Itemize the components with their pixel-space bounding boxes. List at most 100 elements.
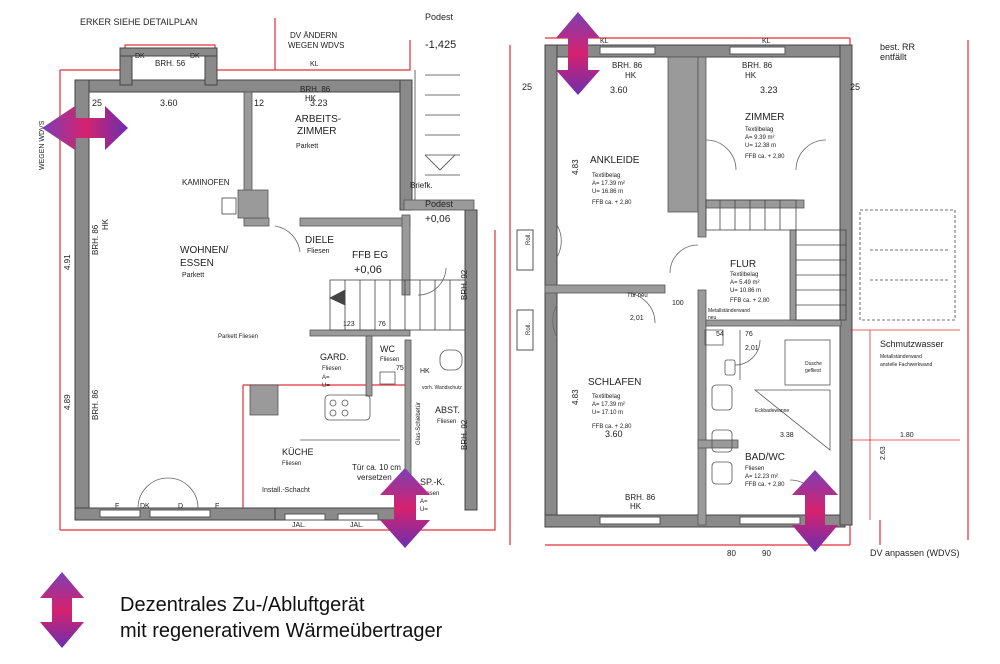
upper-brh-86-1: BRH. 86 bbox=[612, 61, 643, 70]
ankleide-floor: Textilbelag bbox=[592, 173, 620, 179]
upper-dim-76: 76 bbox=[745, 331, 753, 338]
podest-label: Podest bbox=[425, 199, 454, 209]
dim-489: 4.89 bbox=[63, 394, 72, 410]
inner-walls bbox=[237, 91, 475, 501]
bad-floor: Fliesen bbox=[745, 466, 764, 472]
upper-dim-360: 3.60 bbox=[610, 85, 628, 95]
vent-arrow-upper-top bbox=[556, 12, 600, 95]
wandschutz-label: vorh. Wandschutz bbox=[422, 385, 462, 391]
flur-ffb: FFB ca. + 2,80 bbox=[730, 298, 770, 304]
kaminofen-symbol bbox=[221, 197, 237, 215]
mark-jal-1: JAL. bbox=[292, 522, 306, 529]
schlafen-label: SCHLAFEN bbox=[588, 377, 641, 388]
flur-label: FLUR bbox=[730, 259, 756, 270]
dv-anpassen-note: DV anpassen (WDVS) bbox=[870, 548, 960, 558]
spk-perimeter: U= bbox=[420, 507, 428, 513]
spk-label: SP.-K. bbox=[420, 477, 445, 487]
metallstaender-label-2: anstelle Fachwerkwand bbox=[880, 362, 932, 368]
upper-door-swings bbox=[552, 139, 827, 511]
brh-86-top: BRH. 86 bbox=[300, 85, 331, 94]
abst-label: ABST. bbox=[435, 405, 460, 415]
abst-floor: Fliesen bbox=[437, 419, 456, 425]
schlafen-floor: Textilbelag bbox=[592, 394, 620, 400]
brh-92-right: BRH. 92 bbox=[460, 269, 469, 300]
wc-label: WC bbox=[380, 344, 395, 354]
dim-123: 123 bbox=[343, 321, 355, 328]
upper-dim-360-bottom: 3.60 bbox=[605, 429, 623, 439]
mark-dk-top: DK bbox=[135, 53, 145, 60]
upper-dim-90: 90 bbox=[762, 549, 771, 558]
flur-floor: Textilbelag bbox=[730, 272, 758, 278]
ground-floor-labels: ERKER SIEHE DETAILPLAN DV ÄNDERN WEGEN W… bbox=[39, 12, 469, 529]
brh-92-right-2: BRH. 92 bbox=[460, 419, 469, 450]
bad-area: A= 12.23 m² bbox=[745, 474, 778, 480]
schlafen-perimeter: U= 17.10 m bbox=[592, 410, 623, 416]
red-outline bbox=[59, 18, 496, 531]
vent-arrow-ground-bottom bbox=[380, 468, 430, 548]
mark-dk-top-2: DK bbox=[190, 53, 200, 60]
dim-491: 4.91 bbox=[63, 254, 72, 270]
bath-fixtures bbox=[704, 329, 831, 485]
bad-ffb: FFB ca. + 2,80 bbox=[745, 482, 785, 488]
mark-d: D bbox=[178, 503, 183, 510]
dusche-label: Dusche bbox=[805, 361, 822, 367]
upper-dim-80: 80 bbox=[727, 549, 736, 558]
tuer-versetzen-label-2: versetzen bbox=[357, 473, 392, 482]
schlafen-area: A= 17.39 m² bbox=[592, 402, 625, 408]
tuer-neu-label: Tür neu bbox=[627, 293, 648, 299]
upper-brh-86-bottom: BRH. 86 bbox=[625, 493, 656, 502]
red-details bbox=[850, 329, 960, 520]
kitchen-furniture bbox=[300, 349, 463, 441]
arbeitszimmer-label: ARBEITS- bbox=[295, 114, 341, 125]
zimmer-label: ZIMMER bbox=[745, 112, 784, 123]
staircase bbox=[329, 70, 466, 331]
schmutzwasser-label: Schmutzwasser bbox=[880, 339, 944, 349]
ffb-eg-label: FFB EG bbox=[352, 250, 388, 261]
kaminofen-label: KAMINOFEN bbox=[182, 178, 230, 187]
upper-hk-bottom: HK bbox=[630, 502, 642, 511]
dim-75: 75 bbox=[396, 365, 404, 372]
wc-floor: Fliesen bbox=[380, 357, 399, 363]
dim-360: 3.60 bbox=[160, 98, 178, 108]
upper-dim-263: 2.63 bbox=[880, 446, 887, 460]
upper-floor-labels: best. RR entfällt DV anpassen (WDVS) BRH… bbox=[522, 38, 960, 558]
zimmer-area: A= 9.39 m² bbox=[745, 135, 775, 141]
wegen-wdvs-note: WEGEN WDVS bbox=[288, 41, 344, 50]
podest-top-value: -1,425 bbox=[425, 39, 456, 51]
dim-25: 25 bbox=[92, 98, 102, 108]
podest-value: +0,06 bbox=[425, 214, 451, 225]
ankleide-label: ANKLEIDE bbox=[590, 155, 640, 166]
kueche-floor: Fliesen bbox=[282, 461, 301, 467]
ventilation-units bbox=[40, 12, 838, 648]
gard-perimeter: U= bbox=[322, 383, 330, 389]
kueche-label: KÜCHE bbox=[282, 447, 314, 457]
legend-line-1: Dezentrales Zu-/Abluftgerät bbox=[120, 594, 365, 616]
hk-top: HK bbox=[305, 94, 317, 103]
mark-f-2: F bbox=[215, 503, 219, 510]
mark-kl-top: KL bbox=[310, 61, 319, 68]
upper-dim-180: 1.80 bbox=[900, 432, 914, 439]
brh-86-left-2: BRH. 86 bbox=[91, 389, 100, 420]
legend-line-2: mit regenerativem Wärmeübertrager bbox=[120, 620, 443, 642]
brh-86-left: BRH. 86 bbox=[91, 224, 100, 255]
arbeitszimmer-floor: Parkett bbox=[296, 143, 318, 150]
schlafen-ffb: FFB ca. + 2,80 bbox=[592, 424, 632, 430]
metallstaender-neu-label-2: neu bbox=[708, 315, 717, 321]
tuer-versetzen-label: Tür ca. 10 cm bbox=[352, 463, 401, 472]
diele-floor: Fliesen bbox=[307, 248, 330, 255]
spk-floor: Fliesen bbox=[420, 491, 439, 497]
dim-12: 12 bbox=[254, 98, 264, 108]
podest-top: Podest bbox=[425, 12, 454, 22]
upper-mark-roll-1: Roll. bbox=[526, 233, 532, 245]
metallstaender-neu-label: Metallständerwand bbox=[708, 308, 750, 314]
best-rr-note: best. RR bbox=[880, 42, 916, 52]
upper-dim-483: 4.83 bbox=[571, 159, 580, 175]
door-swings bbox=[137, 225, 447, 509]
ankleide-perimeter: U= 16.86 m bbox=[592, 189, 623, 195]
flur-area: A= 5.49 m² bbox=[730, 280, 760, 286]
briefk-label: Briefk. bbox=[410, 181, 433, 190]
upper-mark-kl-2: KL bbox=[762, 38, 771, 45]
upper-dim-54: 54 bbox=[716, 331, 724, 338]
mark-dk-bottom: DK bbox=[140, 503, 150, 510]
entfaellt-note: entfällt bbox=[880, 52, 907, 62]
